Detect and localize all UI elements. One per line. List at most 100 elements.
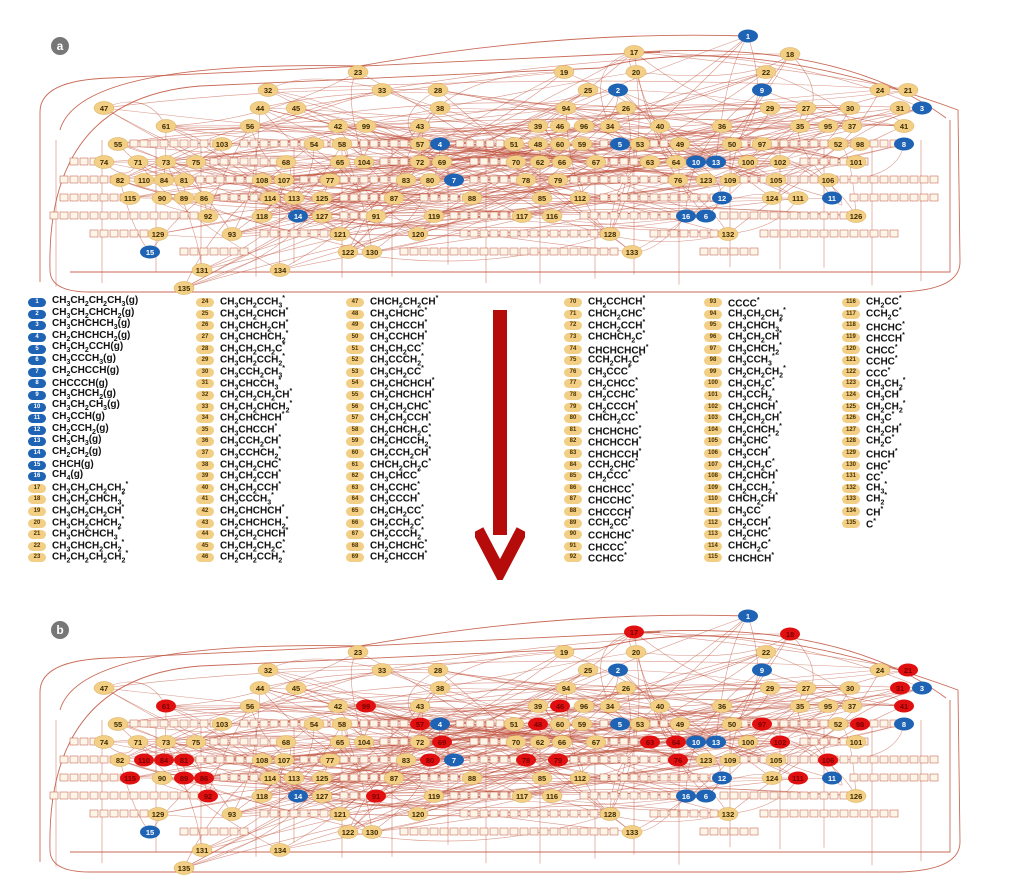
species-node-marker — [850, 717, 870, 731]
panel-label-a: a — [51, 37, 69, 55]
species-node-label: 92 — [204, 212, 212, 221]
species-node-label: 135 — [178, 284, 191, 293]
legend-species-formula: CHCH2C* — [728, 538, 771, 554]
reaction-box — [195, 175, 205, 184]
network-edge — [341, 107, 851, 145]
species-node: 6 — [696, 209, 716, 223]
species-node-label: 46 — [556, 122, 564, 131]
species-node-marker — [120, 771, 140, 785]
reaction-box — [189, 827, 199, 836]
network-edge — [583, 106, 851, 127]
legend-species-id: 10 — [28, 402, 46, 412]
species-node: 2 — [608, 663, 628, 677]
reaction-box — [479, 827, 489, 836]
species-node-marker — [696, 209, 716, 223]
network-edge — [339, 208, 857, 235]
legend-species-id: 53 — [346, 367, 364, 377]
legend-species-id: 46 — [196, 553, 214, 563]
species-node: 128 — [599, 807, 621, 821]
species-node: 135 — [173, 861, 195, 875]
species-node: 13 — [706, 735, 726, 749]
reaction-box — [479, 791, 489, 800]
species-node: 90 — [151, 191, 173, 205]
reaction-box — [69, 157, 79, 166]
species-node-label: 45 — [292, 104, 300, 113]
legend-species-formula: CH3CH* — [866, 388, 902, 403]
species-node-marker — [553, 645, 575, 659]
species-node: 117 — [511, 209, 533, 223]
reaction-box — [289, 229, 299, 238]
species-node: 114 — [259, 771, 281, 785]
network-edge — [551, 215, 729, 242]
reaction-box — [589, 247, 599, 256]
legend-species-formula: CH2CH2CH2CH2* — [52, 550, 129, 565]
species-node-marker — [174, 771, 194, 785]
species-node-marker — [505, 735, 527, 749]
reaction-box — [779, 229, 789, 238]
species-node-label: 114 — [264, 194, 277, 203]
reaction-box — [869, 809, 879, 818]
legend-species-formula: CH2CCH2* — [728, 480, 775, 496]
species-node: 53 — [629, 717, 651, 731]
species-node-marker — [383, 771, 405, 785]
reaction-box — [909, 193, 919, 202]
species-node-label: 125 — [316, 774, 329, 783]
reaction-box — [399, 719, 409, 728]
legend-species-id: 113 — [704, 530, 722, 540]
reaction-box — [599, 247, 609, 256]
reaction-box — [549, 247, 559, 256]
reaction-box — [359, 755, 369, 764]
network-edge — [259, 92, 567, 109]
legend-species-id: 40 — [196, 483, 214, 493]
species-node: 71 — [127, 735, 149, 749]
species-node-label: 5 — [618, 720, 622, 729]
network-edge — [789, 53, 814, 127]
legend-species-formula: CH2CHCC* — [588, 376, 638, 391]
reaction-box — [859, 755, 869, 764]
legend-species-id: 88 — [564, 506, 582, 516]
legend-species-formula: CCCC* — [728, 297, 760, 310]
species-node-label: 30 — [846, 684, 854, 693]
species-node: 78 — [516, 753, 536, 767]
species-node-marker — [257, 663, 279, 677]
species-node-label: 98 — [856, 140, 864, 149]
species-node-label: 54 — [310, 140, 319, 149]
legend-species-formula: CH2CCH2CH* — [370, 446, 432, 461]
species-node: 38 — [429, 101, 451, 115]
legend-species-formula: CCC* — [866, 366, 891, 380]
species-node-label: 38 — [436, 104, 444, 113]
species-node-marker — [547, 173, 569, 187]
species-node-label: 83 — [402, 176, 410, 185]
species-node: 19 — [553, 645, 575, 659]
species-node-marker — [259, 191, 281, 205]
species-node: 63 — [640, 735, 660, 749]
species-node-marker — [93, 681, 115, 695]
legend-species-id: 93 — [704, 298, 722, 308]
species-node-label: 120 — [412, 810, 425, 819]
species-node-label: 37 — [848, 122, 856, 131]
reaction-box — [589, 211, 599, 220]
species-node-marker — [615, 681, 637, 695]
reaction-box — [649, 755, 659, 764]
species-node: 27 — [795, 681, 817, 695]
reaction-box — [869, 229, 879, 238]
species-node-label: 80 — [426, 756, 434, 765]
reaction-box — [479, 211, 489, 220]
species-node: 134 — [269, 263, 291, 277]
network-edge — [183, 777, 323, 869]
species-node: 49 — [669, 137, 691, 151]
species-node: 104 — [353, 735, 375, 749]
reaction-box — [829, 791, 839, 800]
reaction-box — [259, 139, 269, 148]
species-node: 114 — [259, 191, 281, 205]
network-edge — [261, 179, 679, 217]
species-node-label: 6 — [704, 212, 708, 221]
